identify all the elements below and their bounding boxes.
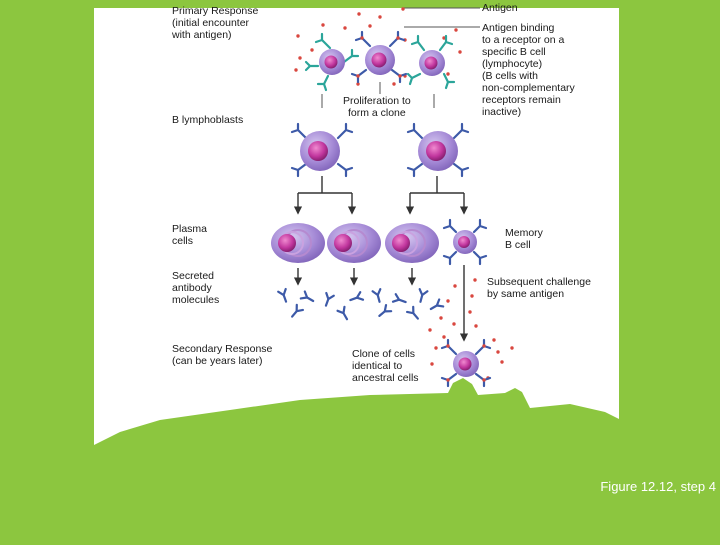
activated-b-cell-center: [350, 30, 408, 84]
b-lymphoblast-left: [290, 122, 354, 178]
plasma-cell-3: [385, 223, 439, 263]
figure-caption: Figure 12.12, step 4: [600, 479, 716, 494]
memory-b-cell: [442, 218, 488, 266]
label-antigen: Antigen: [482, 2, 518, 14]
label-antigen-binding: Antigen binding to a receptor on a speci…: [482, 22, 575, 118]
label-secondary-response: Secondary Response (can be years later): [172, 343, 273, 367]
label-secreted-antibody: Secreted antibody molecules: [172, 270, 220, 306]
naive-b-cell-right: [406, 34, 456, 90]
naive-b-cell-left: [304, 32, 360, 92]
plasma-cell-2: [327, 223, 381, 263]
b-lymphoblast-right: [406, 122, 470, 178]
antigen-dots: [294, 7, 514, 380]
secondary-clone-cell: [440, 338, 492, 388]
label-proliferation: Proliferation to form a clone: [343, 95, 411, 119]
flow-arrows: [293, 176, 469, 342]
label-plasma-cells: Plasma cells: [172, 223, 208, 247]
connector-lines: [321, 7, 480, 108]
label-b-lymphoblasts: B lymphoblasts: [172, 114, 244, 126]
label-clone-of-cells: Clone of cells identical to ancestral ce…: [352, 348, 419, 384]
label-memory-b-cell: Memory B cell: [505, 227, 543, 251]
label-subsequent-challenge: Subsequent challenge by same antigen: [487, 276, 591, 300]
label-primary-response: Primary Response (initial encounter with…: [172, 5, 259, 41]
plasma-cell-1: [271, 223, 325, 263]
